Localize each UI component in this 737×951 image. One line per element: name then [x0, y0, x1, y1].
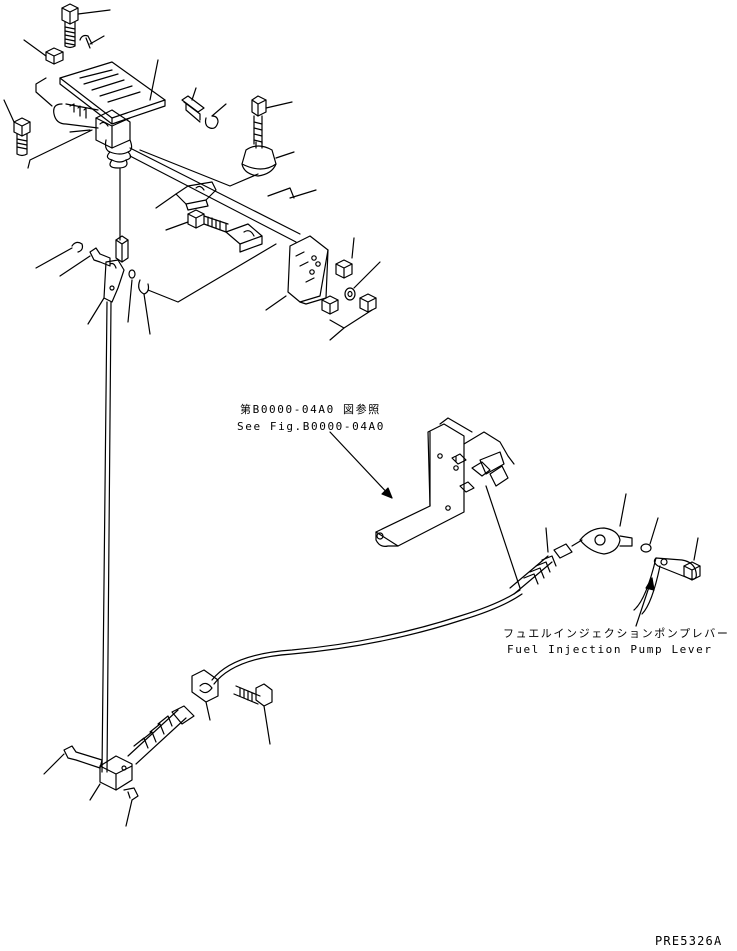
washer [345, 262, 380, 300]
pedal-bracket [28, 110, 130, 168]
stop-bolt [252, 96, 292, 144]
drawing-code: PRE5326A [655, 934, 723, 948]
pump-lever-label-jp: フュエルインジェクションポンプレバー [503, 627, 730, 640]
pump-lever-label-en: Fuel Injection Pump Lever [507, 643, 713, 656]
cable-leader [486, 486, 520, 588]
control-cable [212, 590, 522, 684]
clip [80, 36, 104, 49]
ball-joint [572, 494, 632, 554]
split-pin [124, 788, 138, 826]
pedal-lever [88, 260, 124, 324]
washer-right [641, 518, 658, 552]
cable-end-fitting [128, 706, 194, 764]
hex-nut-2 [360, 294, 376, 312]
lock-nut [336, 238, 354, 278]
stopper-bracket [156, 182, 316, 210]
rod-connector-block [90, 756, 132, 800]
rubber-boot [106, 140, 132, 168]
clamp-bolt [234, 684, 272, 744]
control-rod [102, 302, 111, 772]
spring-washer [128, 270, 135, 322]
pump-lever-leader-arrow [636, 578, 654, 626]
hex-nut [24, 40, 63, 64]
lever-pin [60, 248, 110, 276]
spacer-nut [322, 296, 372, 340]
u-bolt [36, 78, 98, 128]
clevis-pin [182, 88, 204, 122]
accelerator-pedal [60, 60, 165, 124]
e-ring [36, 242, 83, 268]
reference-label-en: See Fig.B0000-04A0 [237, 420, 386, 433]
top-bolt [62, 4, 110, 48]
pedal-shaft-bracket [120, 148, 300, 242]
bracket-bolts [452, 452, 508, 492]
cotter-pin [139, 244, 276, 334]
cable-clamp [192, 670, 218, 720]
rubber-stopper [242, 142, 294, 176]
bracket-bolt [166, 210, 228, 232]
injection-pump-bracket [376, 418, 514, 546]
reference-label-jp: 第B0000-04A0 図参照 [240, 403, 381, 416]
cable-threaded-end [510, 528, 572, 594]
clevis-pin-bottom [44, 746, 102, 774]
pump-lever-nut [684, 538, 700, 580]
reference-leader-arrow [330, 432, 392, 498]
hinge-plate [226, 224, 328, 310]
snap-clip [206, 104, 227, 128]
rod-end [116, 236, 128, 262]
side-bolt [4, 100, 30, 156]
